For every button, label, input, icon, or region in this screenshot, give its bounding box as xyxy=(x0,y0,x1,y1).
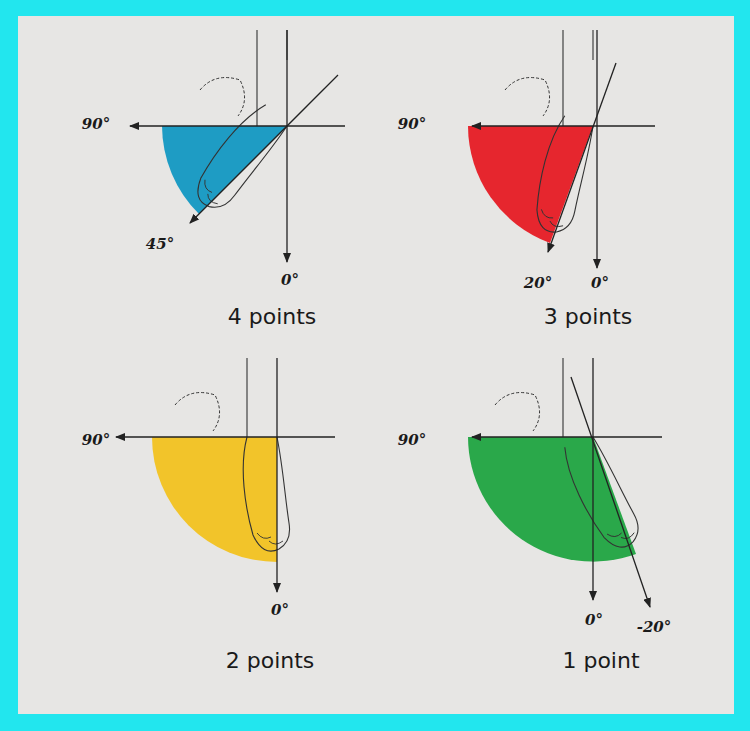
angle-label: 90° xyxy=(82,431,110,449)
angle-label: 90° xyxy=(398,431,426,449)
score-label: 4 points xyxy=(228,304,317,329)
angle-label: -20° xyxy=(637,618,672,636)
score-label: 2 points xyxy=(226,648,315,673)
panel-3-points xyxy=(468,30,655,268)
score-label: 3 points xyxy=(544,304,633,329)
angle-label: 90° xyxy=(398,115,426,133)
background-panel xyxy=(18,16,734,714)
score-label: 1 point xyxy=(562,648,639,673)
angle-label: 0° xyxy=(271,601,289,619)
panel-4-points xyxy=(130,30,345,262)
angle-label: 20° xyxy=(524,274,552,292)
angle-label: 0° xyxy=(591,274,609,292)
angle-label: 0° xyxy=(585,611,603,629)
angle-label: 90° xyxy=(82,115,110,133)
angle-label: 0° xyxy=(281,271,299,289)
panel-1-point xyxy=(468,358,662,607)
angle-label: 45° xyxy=(146,235,174,253)
panel-2-points xyxy=(116,358,335,592)
